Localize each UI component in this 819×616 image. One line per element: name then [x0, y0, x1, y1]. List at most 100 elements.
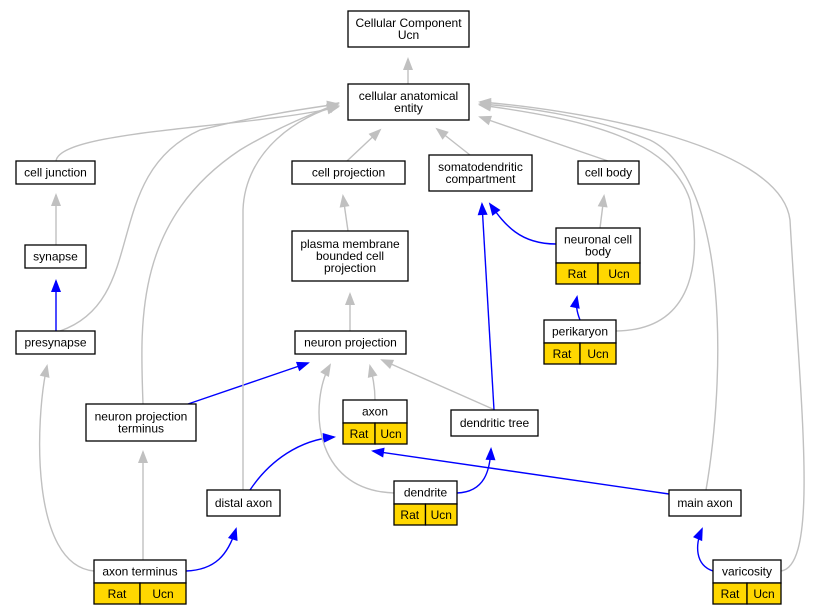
- node-presynapse[interactable]: presynapse: [15, 330, 96, 355]
- edge-dendritic-tree-to-neuron-projection: [380, 359, 496, 411]
- node-label: cell projection: [312, 166, 385, 180]
- edge-cell-body-to-cellular-anatomical-entity: [478, 115, 609, 162]
- tag-label-ucn: Ucn: [608, 267, 629, 281]
- node-label: dendritic tree: [460, 416, 530, 430]
- tag-label-ucn: Ucn: [587, 347, 608, 361]
- edge-plasma-membrane-bounded-cell-projection-to-cell-projection: [339, 194, 350, 232]
- edge-cell-junction-to-cellular-anatomical-entity: [55, 104, 340, 162]
- node-box: [347, 10, 470, 48]
- node-label: cell junction: [24, 166, 87, 180]
- edge-dendrite-to-dendritic-tree: [456, 447, 496, 494]
- tag-box-ucn: [139, 582, 187, 605]
- node-box: [294, 330, 407, 355]
- tag-box-ucn: [424, 503, 458, 526]
- edge-perikaryon-to-cellular-anatomical-entity: [478, 101, 696, 332]
- node-box: [450, 409, 539, 437]
- tag-label-rat: Rat: [400, 508, 419, 522]
- node-label: Ucn: [398, 28, 419, 42]
- edge-varicosity-to-main-axon: [693, 527, 714, 572]
- tag-label-rat: Rat: [721, 587, 740, 601]
- node-neuron-projection[interactable]: neuron projection: [294, 330, 407, 355]
- node-cell-projection[interactable]: cell projection: [291, 160, 406, 185]
- node-label: perikaryon: [552, 325, 608, 339]
- node-box: [15, 160, 96, 185]
- tag-label-rat: Rat: [553, 347, 572, 361]
- edges-layer: [38, 57, 805, 572]
- node-label: compartment: [445, 172, 516, 186]
- edge-axon-to-neuron-projection: [367, 364, 378, 401]
- node-box: [291, 160, 406, 185]
- node-main-axon[interactable]: main axon: [668, 489, 742, 517]
- tag-box-ucn: [746, 582, 782, 605]
- edge-dendritic-tree-to-somatodendritic-compartment: [477, 202, 495, 411]
- node-label: cellular anatomical: [359, 89, 458, 103]
- node-label: axon terminus: [102, 565, 177, 579]
- node-box: [24, 244, 87, 269]
- node-label: distal axon: [215, 496, 272, 510]
- edge-presynapse-to-cellular-anatomical-entity: [59, 100, 340, 332]
- node-label: neuron projection: [95, 410, 188, 424]
- node-label: body: [585, 245, 611, 259]
- edge-varicosity-to-cellular-anatomical-entity: [478, 97, 805, 572]
- edge-dendrite-to-neuron-projection: [318, 363, 395, 494]
- tag-label-ucn: Ucn: [431, 508, 452, 522]
- edge-cell-projection-to-cellular-anatomical-entity: [346, 128, 382, 162]
- node-cell-junction[interactable]: cell junction: [15, 160, 96, 185]
- node-distal-axon[interactable]: distal axon: [206, 489, 281, 517]
- node-label: bounded cell: [316, 249, 384, 263]
- node-box: [577, 160, 640, 185]
- tag-label-ucn: Ucn: [753, 587, 774, 601]
- node-label: synapse: [33, 250, 78, 264]
- node-label: terminus: [118, 422, 164, 436]
- node-synapse[interactable]: synapse: [24, 244, 87, 269]
- edge-presynapse-to-synapse: [51, 279, 61, 331]
- node-label: plasma membrane: [300, 237, 400, 251]
- tag-box-ucn: [597, 262, 641, 285]
- node-label: axon: [362, 405, 388, 419]
- edge-perikaryon-to-neuronal-cell-body: [569, 295, 581, 321]
- node-box: [668, 489, 742, 517]
- tag-label-rat: Rat: [108, 587, 127, 601]
- tag-box-ucn: [579, 342, 617, 365]
- edge-main-axon-to-axon: [371, 447, 670, 495]
- edge-neuronal-cell-body-to-somatodendritic-compartment: [488, 202, 557, 245]
- node-cell-body[interactable]: cell body: [577, 160, 640, 185]
- edge-somatodendritic-compartment-to-cellular-anatomical-entity: [435, 127, 471, 156]
- edge-neuron-projection-to-plasma-membrane-bounded-cell-projection: [345, 292, 355, 331]
- edge-synapse-to-cell-junction: [51, 193, 61, 245]
- edge-neuronal-cell-body-to-cell-body: [597, 194, 608, 229]
- tag-label-ucn: Ucn: [380, 427, 401, 441]
- node-box: [206, 489, 281, 517]
- tag-label-rat: Rat: [568, 267, 587, 281]
- edge-axon-terminus-to-distal-axon: [185, 527, 238, 572]
- edge-distal-axon-to-cellular-anatomical-entity: [242, 103, 340, 490]
- node-label: varicosity: [722, 565, 772, 579]
- tag-label-rat: Rat: [350, 427, 369, 441]
- node-label: dendrite: [404, 486, 448, 500]
- edge-axon-terminus-to-presynapse: [38, 364, 95, 572]
- tag-box-ucn: [374, 422, 408, 445]
- node-label: entity: [394, 101, 423, 115]
- tag-label-ucn: Ucn: [152, 587, 173, 601]
- edge-neuron-projection-terminus-to-neuron-projection: [187, 361, 310, 405]
- node-label: cell body: [585, 166, 632, 180]
- node-label: neuron projection: [304, 336, 397, 350]
- node-dendritic-tree[interactable]: dendritic tree: [450, 409, 539, 437]
- edge-distal-axon-to-axon: [249, 432, 336, 491]
- node-label: presynapse: [24, 336, 86, 350]
- node-box: [428, 154, 533, 192]
- node-label: projection: [324, 261, 376, 275]
